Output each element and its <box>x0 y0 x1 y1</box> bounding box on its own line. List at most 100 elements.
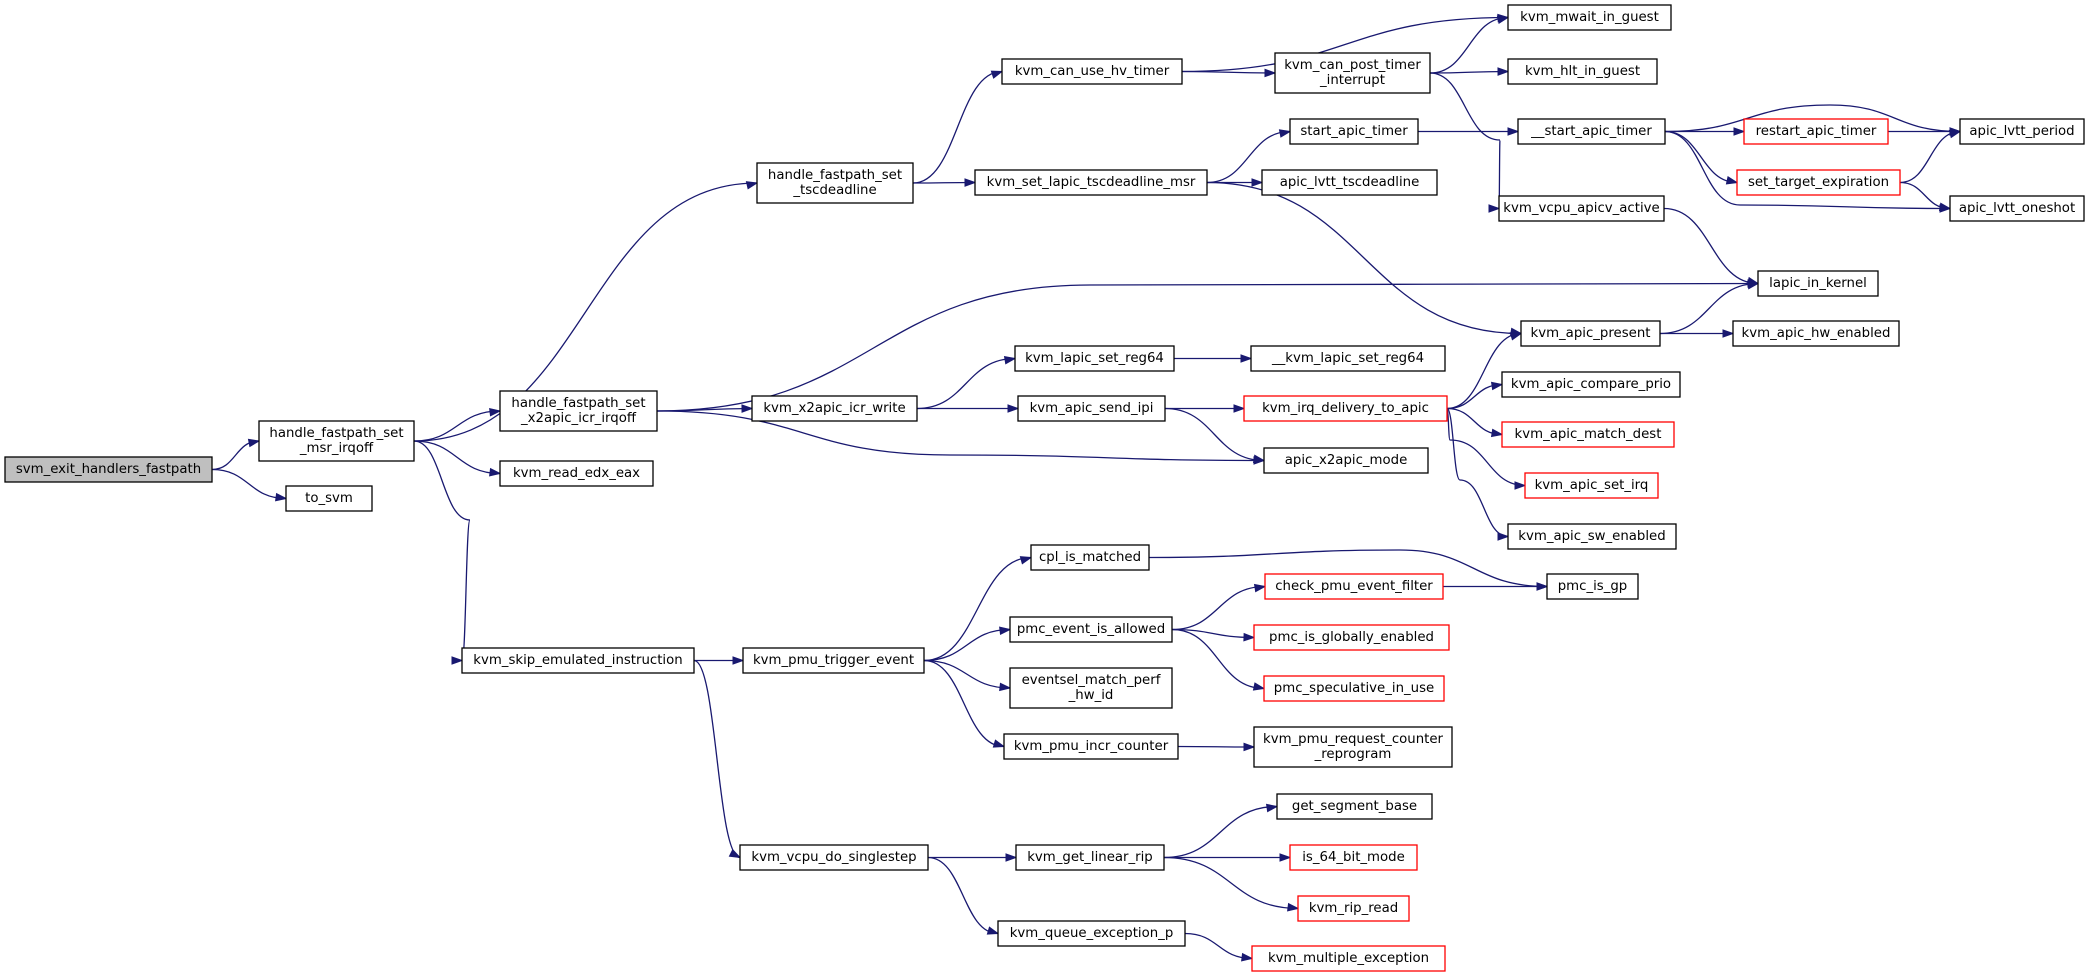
node-pmc-speculative-in-use[interactable]: pmc_speculative_in_use <box>1263 675 1445 702</box>
edge-n1-n3 <box>413 182 758 442</box>
arrowhead <box>1252 682 1266 691</box>
node-kvm-rip-read[interactable]: kvm_rip_read <box>1297 895 1410 922</box>
arrowhead <box>1948 129 1962 139</box>
node-lapic-in-kernel[interactable]: lapic_in_kernel <box>1757 270 1879 297</box>
node-kvm-vcpu-do-singlestep[interactable]: kvm_vcpu_do_singlestep <box>739 844 929 871</box>
node-kvm-read-edx-eax[interactable]: kvm_read_edx_eax <box>499 460 654 487</box>
node-cpl-is-matched[interactable]: cpl_is_matched <box>1030 544 1150 571</box>
arrowhead <box>1278 129 1292 138</box>
node-label: kvm_apic_compare_prio <box>1511 377 1671 392</box>
node-label: svm_exit_handlers_fastpath <box>16 462 201 477</box>
node-kvm-mwait-in-guest[interactable]: kvm_mwait_in_guest <box>1507 4 1672 31</box>
node-kvm-skip-emulated-instruction[interactable]: kvm_skip_emulated_instruction <box>461 647 695 674</box>
node-kvm-queue-exception-p[interactable]: kvm_queue_exception_p <box>997 920 1186 947</box>
node-restart-apic-timer[interactable]: restart_apic_timer <box>1743 118 1889 145</box>
node-label: pmc_event_is_allowed <box>1017 622 1165 637</box>
arrowhead <box>1514 481 1527 490</box>
node-kvm-can-post-timer-interrupt[interactable]: kvm_can_post_timer_interrupt <box>1274 52 1431 94</box>
arrowhead <box>489 467 502 477</box>
node-apic-x2apic-mode[interactable]: apic_x2apic_mode <box>1263 447 1429 474</box>
node-label: kvm_can_post_timer <box>1284 58 1421 73</box>
edge-n20-n31 <box>1664 130 1951 210</box>
arrowhead <box>1725 176 1739 185</box>
arrowhead <box>1007 404 1020 413</box>
node-box <box>1517 118 1666 145</box>
edge-n35-n38 <box>1171 585 1266 631</box>
edge-n3-n7 <box>912 70 1003 184</box>
node-svm-exit-handlers-fastpath[interactable]: svm_exit_handlers_fastpath <box>4 456 213 483</box>
arrowhead <box>1490 381 1504 391</box>
node-kvm-x2apic-icr-write[interactable]: kvm_x2apic_icr_write <box>751 395 918 422</box>
node-eventsel-match-perf-hw-id[interactable]: eventsel_match_perf_hw_id <box>1009 667 1173 709</box>
node-is-64-bit-mode[interactable]: is_64_bit_mode <box>1289 844 1418 871</box>
node-pmc-is-globally-enabled[interactable]: pmc_is_globally_enabled <box>1253 624 1450 651</box>
node-box <box>1949 195 2085 222</box>
node-kvm-multiple-exception[interactable]: kvm_multiple_exception <box>1251 945 1446 972</box>
node-label: get_segment_base <box>1292 799 1417 814</box>
node-kvm-apic-present[interactable]: kvm_apic_present <box>1520 320 1661 347</box>
node-start-apic-timer[interactable]: __start_apic_timer <box>1517 118 1666 145</box>
node-kvm-lapic-set-reg64[interactable]: __kvm_lapic_set_reg64 <box>1250 345 1446 372</box>
node-kvm-set-lapic-tscdeadline-msr[interactable]: kvm_set_lapic_tscdeadline_msr <box>974 169 1208 196</box>
node-kvm-pmu-request-counter-reprogram[interactable]: kvm_pmu_request_counter_reprogram <box>1253 726 1453 768</box>
node-box <box>1498 195 1665 222</box>
edge-n4-n17 <box>656 410 1265 462</box>
edge-n7-n18 <box>1181 16 1509 73</box>
node-box <box>1501 371 1681 398</box>
node-handle-fastpath-set-tscdeadline[interactable]: handle_fastpath_set_tscdeadline <box>756 162 914 204</box>
arrowhead <box>1253 583 1267 593</box>
node-kvm-vcpu-apicv-active[interactable]: kvm_vcpu_apicv_active <box>1498 195 1665 222</box>
arrowhead <box>1233 404 1246 413</box>
edge-n16-n22 <box>1446 332 1522 410</box>
node-label: _interrupt <box>1319 73 1385 88</box>
node-box <box>1276 793 1433 820</box>
arrowhead <box>732 656 745 665</box>
node-check-pmu-event-filter[interactable]: check_pmu_event_filter <box>1264 573 1444 600</box>
node-set-target-expiration[interactable]: set_target_expiration <box>1736 169 1901 196</box>
arrowhead <box>451 656 464 665</box>
node-apic-lvtt-oneshot[interactable]: apic_lvtt_oneshot <box>1949 195 2085 222</box>
node-kvm-get-linear-rip[interactable]: kvm_get_linear_rip <box>1015 844 1165 871</box>
node-kvm-lapic-set-reg64[interactable]: kvm_lapic_set_reg64 <box>1014 345 1175 372</box>
node-label: kvm_mwait_in_guest <box>1520 10 1659 25</box>
node-start-apic-timer[interactable]: start_apic_timer <box>1289 118 1419 145</box>
node-label: kvm_irq_delivery_to_apic <box>1262 401 1429 416</box>
node-box <box>1507 523 1677 550</box>
node-kvm-pmu-incr-counter[interactable]: kvm_pmu_incr_counter <box>1003 733 1179 760</box>
node-kvm-apic-send-ipi[interactable]: kvm_apic_send_ipi <box>1017 395 1166 422</box>
arrowhead <box>1496 15 1510 24</box>
node-box <box>751 395 918 422</box>
node-kvm-apic-sw-enabled[interactable]: kvm_apic_sw_enabled <box>1507 523 1677 550</box>
node-kvm-apic-compare-prio[interactable]: kvm_apic_compare_prio <box>1501 371 1681 398</box>
node-kvm-apic-set-irq[interactable]: kvm_apic_set_irq <box>1524 472 1659 499</box>
node-box <box>1253 624 1450 651</box>
edge-n12-n21 <box>1429 72 1501 210</box>
node-box <box>1507 4 1672 31</box>
edge-n8-n22 <box>1206 181 1522 335</box>
node-get-segment-base[interactable]: get_segment_base <box>1276 793 1433 820</box>
node-kvm-can-use-hv-timer[interactable]: kvm_can_use_hv_timer <box>1001 58 1183 85</box>
node-handle-fastpath-set-x2apic-icr-irqoff[interactable]: handle_fastpath_set_x2apic_icr_irqoff <box>499 390 658 432</box>
node-handle-fastpath-set-msr-irqoff[interactable]: handle_fastpath_set_msr_irqoff <box>258 420 415 462</box>
arrowhead <box>1733 127 1746 136</box>
node-kvm-apic-match-dest[interactable]: kvm_apic_match_dest <box>1501 421 1675 448</box>
node-box <box>499 460 654 487</box>
arrowhead <box>1003 355 1017 365</box>
node-pmc-is-gp[interactable]: pmc_is_gp <box>1546 573 1639 600</box>
node-kvm-pmu-trigger-event[interactable]: kvm_pmu_trigger_event <box>742 647 925 674</box>
node-apic-lvtt-period[interactable]: apic_lvtt_period <box>1959 118 2085 145</box>
arrowhead <box>1490 428 1504 438</box>
node-label: kvm_skip_emulated_instruction <box>473 653 682 668</box>
node-box <box>1250 345 1446 372</box>
node-to-svm[interactable]: to_svm <box>285 485 373 512</box>
node-pmc-event-is-allowed[interactable]: pmc_event_is_allowed <box>1009 616 1173 643</box>
node-kvm-irq-delivery-to-apic[interactable]: kvm_irq_delivery_to_apic <box>1243 395 1448 422</box>
node-box <box>1030 544 1150 571</box>
node-box <box>1001 58 1183 85</box>
edge-n16-n26 <box>1446 407 1509 538</box>
node-kvm-hlt-in-guest[interactable]: kvm_hlt_in_guest <box>1507 58 1658 85</box>
node-apic-lvtt-tscdeadline[interactable]: apic_lvtt_tscdeadline <box>1261 169 1438 196</box>
edge-n33-n34 <box>923 556 1032 662</box>
node-kvm-apic-hw-enabled[interactable]: kvm_apic_hw_enabled <box>1732 320 1900 347</box>
arrowhead <box>489 407 502 417</box>
